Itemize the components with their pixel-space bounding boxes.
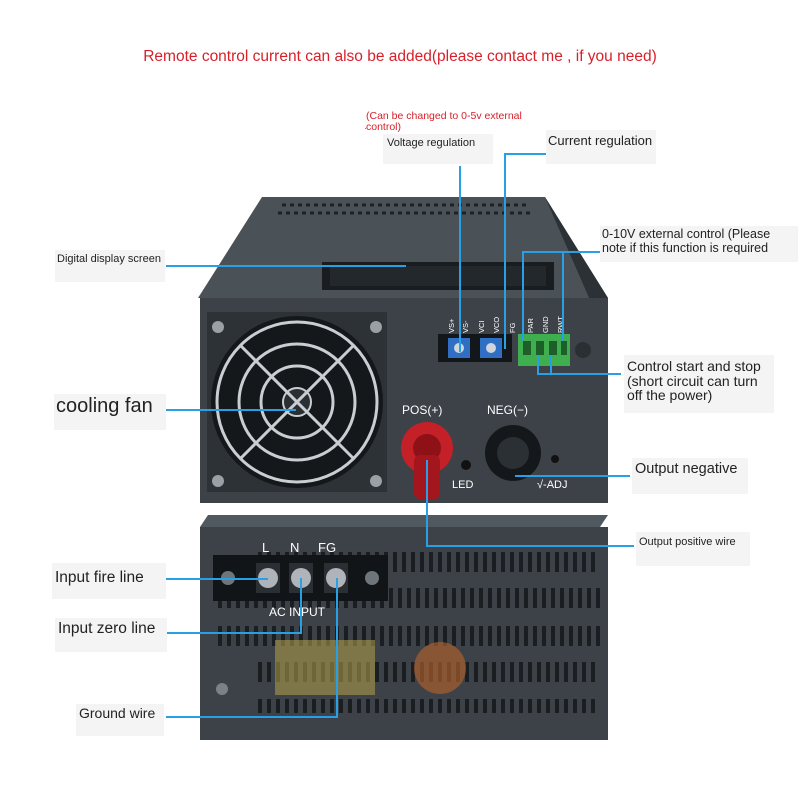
callout-line-ground-h: [166, 716, 338, 718]
input-fire-line-label: Input fire line: [52, 563, 166, 599]
banner-text: Remote control current can also be added…: [143, 48, 657, 65]
callout-line-current-h: [504, 153, 546, 155]
terminal-label: PAR: [526, 318, 535, 333]
output-positive-label: Output positive wire: [636, 532, 750, 566]
external-control-label: 0-10V external control (Please note if t…: [600, 226, 798, 262]
current-regulation-label: Current regulation: [546, 130, 656, 164]
terminal-label: VS+: [447, 318, 456, 333]
led-label: LED: [452, 479, 473, 491]
top-vent-slots: [278, 203, 534, 215]
digital-display-label: Digital display screen: [55, 250, 165, 282]
callout-line-display: [166, 265, 406, 267]
vadj-label: √-ADJ: [537, 479, 567, 491]
callout-line-voltage: [459, 166, 461, 352]
ac-input-label: AC INPUT: [269, 605, 326, 619]
callout-line-positive-h: [426, 545, 634, 547]
input-zero-line-label: Input zero line: [55, 618, 167, 652]
callout-line-control-h: [537, 373, 621, 375]
callout-line-zero-v: [300, 578, 302, 634]
terminal-label: VCO: [492, 317, 501, 333]
control-terminal-labels: VS+ VS- VCI VCO FG PAR GND RWT: [447, 316, 565, 333]
input-terminal-label: N: [290, 540, 299, 555]
callout-line-external-v1: [522, 251, 524, 341]
input-terminal-label: L: [262, 540, 269, 555]
callout-line-external-v2: [562, 251, 564, 341]
terminal-label: GND: [541, 316, 550, 333]
input-terminal-label: FG: [318, 540, 336, 555]
callout-line-zero-h: [166, 632, 302, 634]
external-note-label: (Can be changed to 0-5v external control…: [366, 110, 522, 134]
callout-line-ground-v: [336, 578, 338, 718]
callout-line-fire: [166, 578, 268, 580]
callout-line-positive-v: [426, 460, 428, 546]
callout-line-negative: [515, 475, 630, 477]
terminal-label: RWT: [556, 316, 565, 333]
callout-line-current-v: [504, 153, 506, 349]
voltage-regulation-label: Voltage regulation: [383, 134, 493, 164]
terminal-label: FG: [508, 322, 517, 333]
terminal-label: VS-: [461, 320, 470, 333]
output-negative-label: Output negative: [632, 458, 748, 494]
cooling-fan-label: cooling fan: [54, 394, 166, 430]
ground-wire-label: Ground wire: [76, 704, 164, 736]
terminal-label: VCI: [477, 320, 486, 333]
pos-label: POS(+): [402, 403, 442, 417]
control-start-stop-label: Control start and stop (short circuit ca…: [624, 355, 774, 413]
neg-label: NEG(−): [487, 403, 528, 417]
callout-line-external-h: [522, 251, 600, 253]
callout-line-fan: [166, 409, 296, 411]
